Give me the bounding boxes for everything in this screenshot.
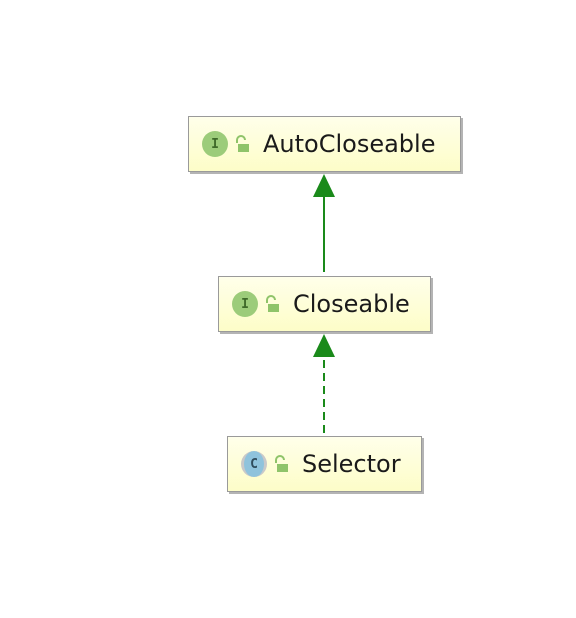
node-closeable[interactable]: I Closeable <box>218 276 431 332</box>
unlocked-icon <box>236 135 249 152</box>
interface-icon: I <box>202 131 228 157</box>
node-label: Closeable <box>293 290 410 318</box>
unlocked-icon <box>266 295 279 312</box>
node-selector[interactable]: C Selector <box>227 436 422 492</box>
node-label: Selector <box>302 450 401 478</box>
unlocked-icon <box>275 455 288 472</box>
interface-icon: I <box>232 291 258 317</box>
node-autocloseable[interactable]: I AutoCloseable <box>188 116 461 172</box>
edge-selector-implements-closeable <box>313 334 335 433</box>
edge-closeable-extends-autocloseable <box>313 174 335 272</box>
arrowhead-icon <box>313 334 335 357</box>
node-label: AutoCloseable <box>263 130 436 158</box>
class-icon: C <box>241 451 267 477</box>
arrowhead-icon <box>313 174 335 197</box>
